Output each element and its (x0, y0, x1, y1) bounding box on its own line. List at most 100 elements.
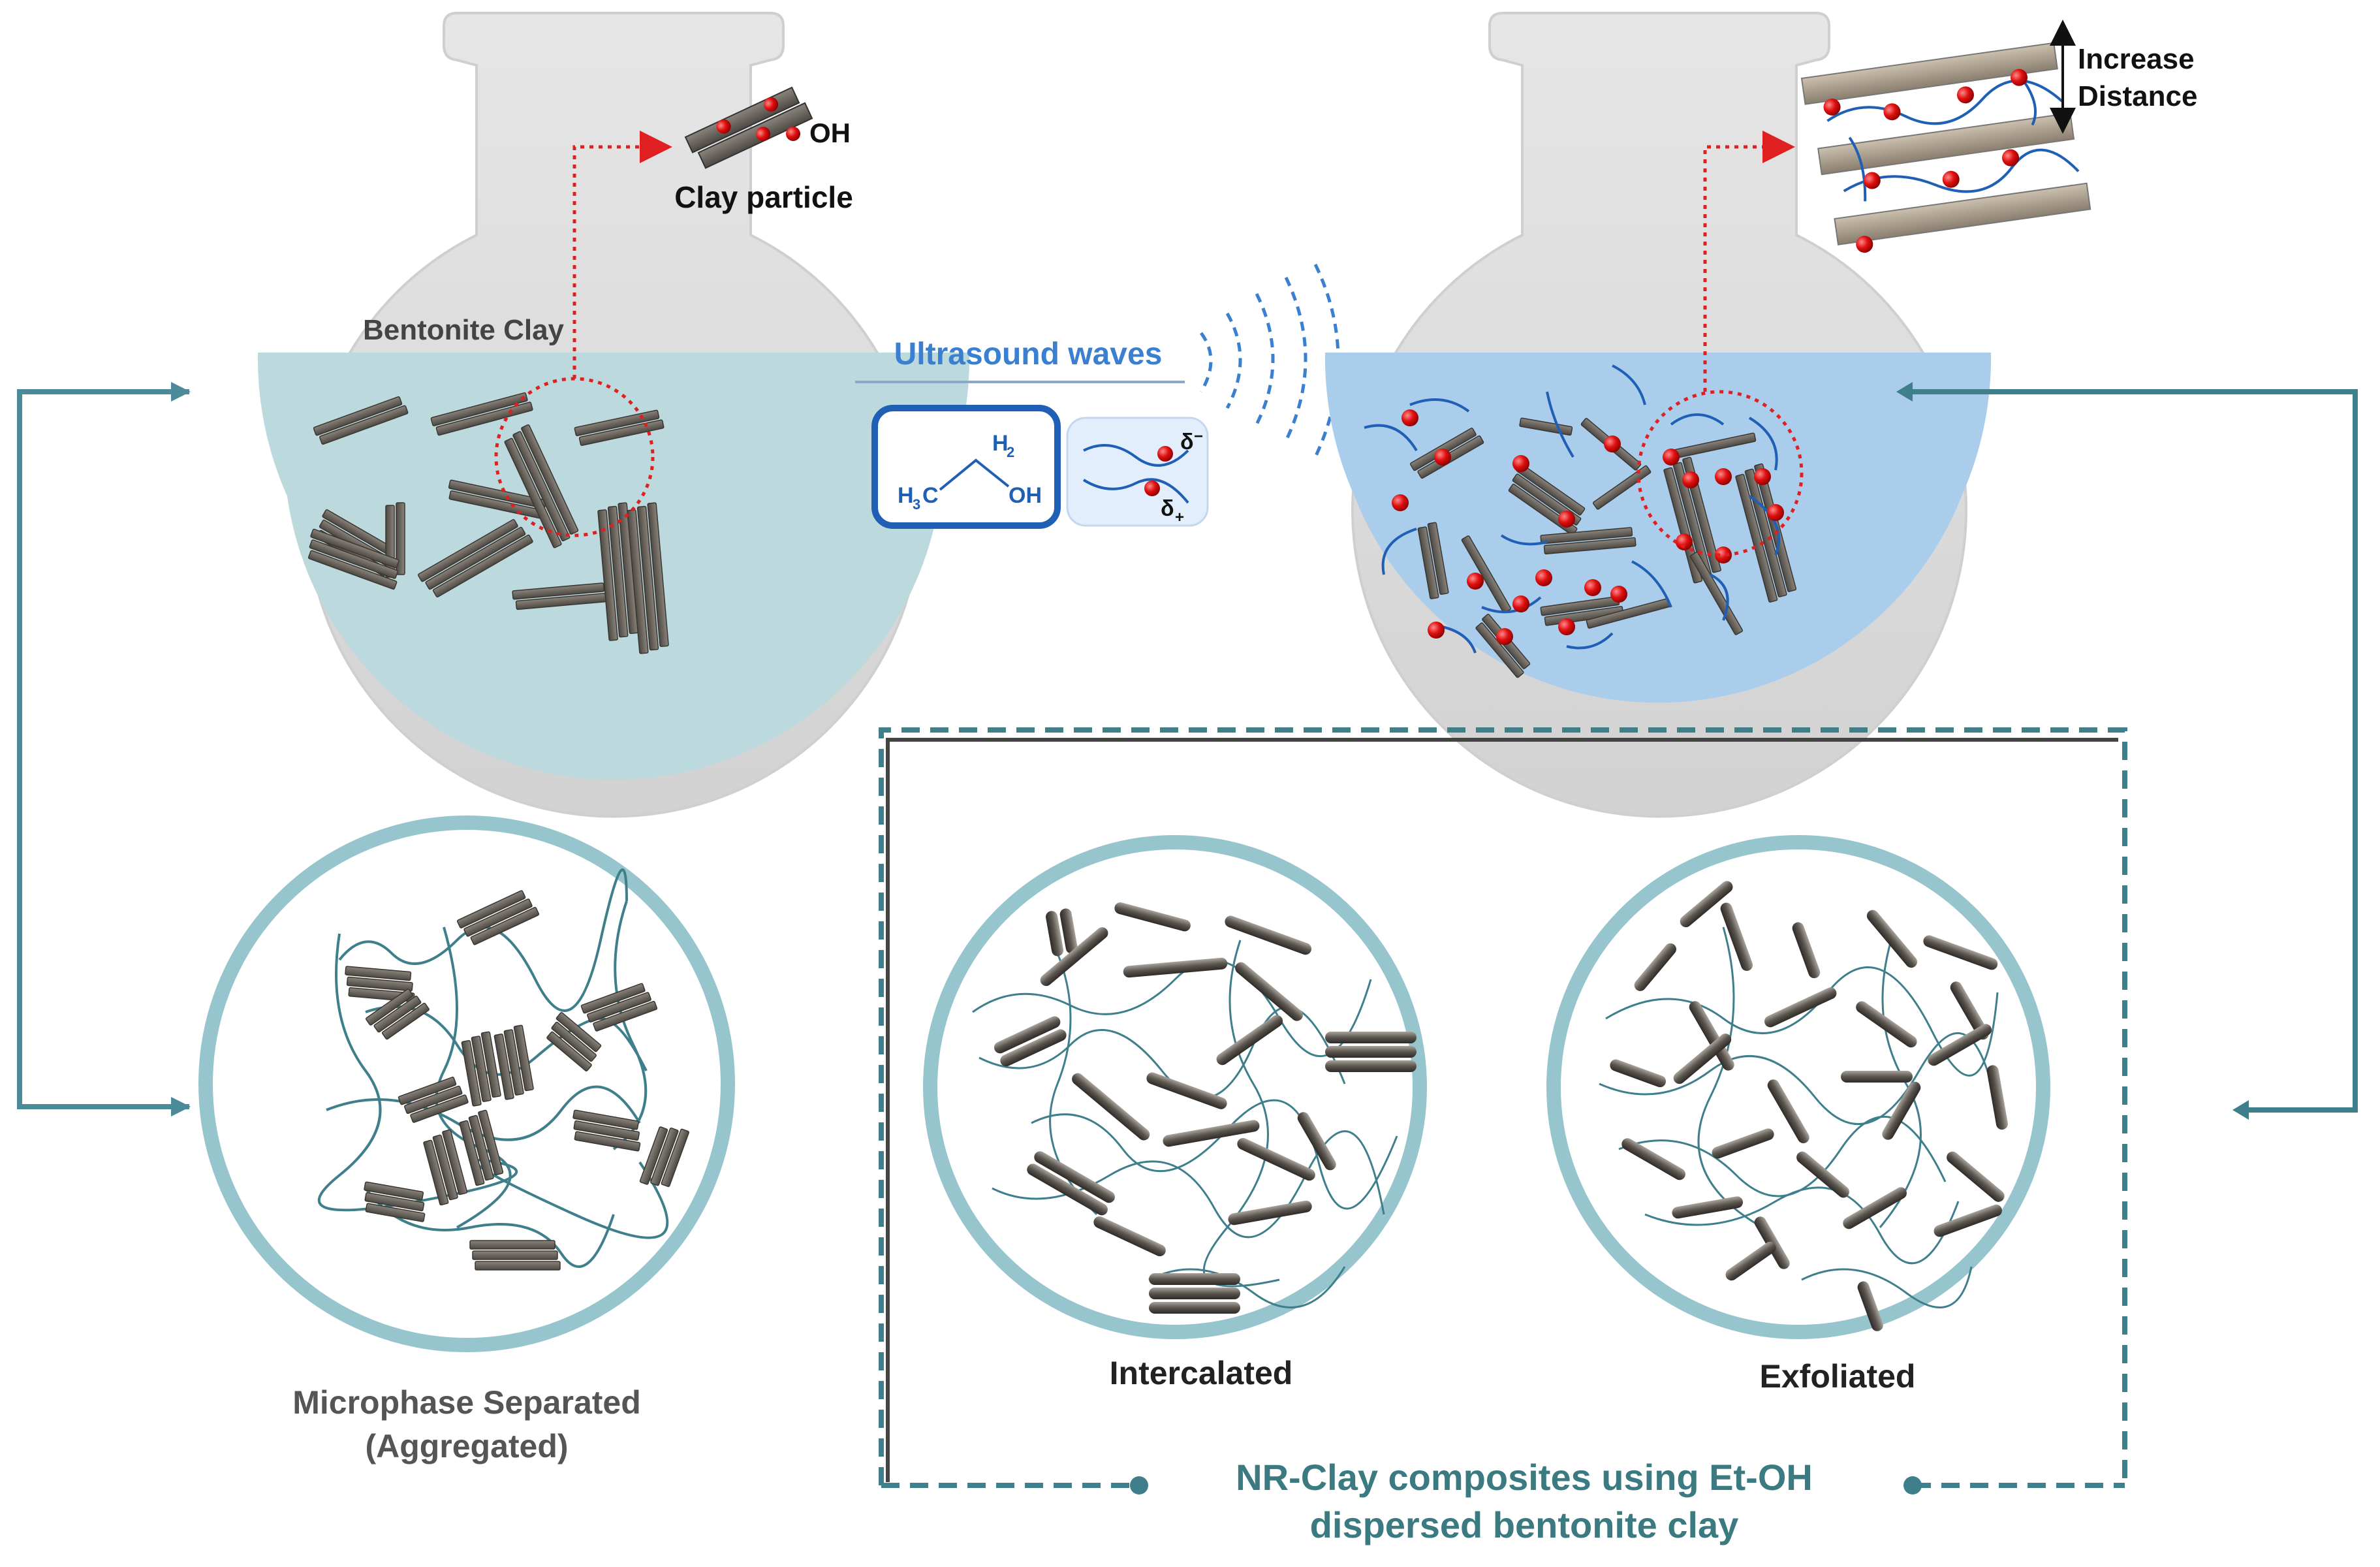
hydroxyl-group-icon (1512, 595, 1529, 612)
hydroxyl-group-icon (1754, 468, 1771, 485)
aggregated-stack-12 (469, 1240, 561, 1271)
exfoliated-rod-0 (1680, 881, 1733, 928)
polymer-chain (1748, 495, 1780, 556)
exfoliated-rod-14 (1928, 1024, 1992, 1066)
distance-label: Distance (2078, 80, 2197, 112)
exfoliated-rod-8 (1856, 1001, 1917, 1048)
intercalated-rod-13 (1237, 1137, 1315, 1181)
clay-particle-zoom: OH Clay particle (674, 86, 853, 214)
exfoliated-label: Exfoliated (1760, 1358, 1916, 1395)
oh-label: OH (809, 118, 851, 148)
intercalated-rod-17 (1297, 1112, 1336, 1171)
intercalated-rod-0 (1046, 908, 1078, 957)
left-clay-platelet-1 (430, 392, 533, 436)
mol-h-sub: 2 (1007, 444, 1014, 460)
intercalated-rod-14 (1093, 1216, 1166, 1257)
hydroxyl-group-icon (1682, 471, 1699, 488)
intercalated-rod-2 (1225, 915, 1312, 955)
bentonite-clay-label: Bentonite Clay (363, 314, 565, 346)
ethanol-molecule: H 2 H 3 C OH (898, 431, 1042, 513)
mol-h3-sub: 3 (913, 496, 920, 513)
increase-label: Increase (2078, 43, 2195, 75)
aggregated-stack-2 (366, 989, 430, 1040)
polymer-chain (1801, 1266, 1973, 1308)
ultrasound-waves-icon (1199, 263, 1340, 458)
hydroxyl-group-icon (1512, 455, 1529, 472)
exfoliated-rod-23 (1843, 1187, 1907, 1229)
polymer-chain (1442, 625, 1477, 654)
aggregated-stack-1 (456, 890, 540, 945)
right-clay-platelet-6 (1540, 527, 1636, 555)
hydroxyl-group-icon (1604, 435, 1621, 452)
mol-oh: OH (1009, 483, 1042, 508)
exfoliated-rod-26 (1857, 1281, 1883, 1331)
left-clay-platelet-2 (574, 409, 665, 446)
aggregated-stack-5 (546, 1012, 602, 1071)
delta-minus: δ (1180, 430, 1194, 454)
nr-clay-title-line1: NR-Clay composites using Et-OH (1236, 1457, 1813, 1498)
intercalated-rod-6 (994, 1016, 1067, 1067)
intercalated-label: Intercalated (1110, 1355, 1293, 1391)
left-clay-platelet-5 (448, 479, 547, 520)
exfoliated-rod-3 (1866, 910, 1918, 968)
mol-c: C (922, 483, 939, 508)
hydroxyl-group-icon (1434, 449, 1451, 466)
minus-sign: − (1194, 428, 1203, 445)
left-clay-platelet-10 (597, 502, 639, 641)
intercalated-rod-1 (1114, 902, 1191, 932)
clay-particle-label: Clay particle (674, 180, 853, 214)
polymer-chain (1599, 1032, 1999, 1126)
delta-plus: δ (1161, 496, 1174, 521)
exfoliated-rod-11 (1673, 1033, 1732, 1084)
left-flask-clay-particles (307, 392, 669, 654)
intercalated-rod-10 (1325, 1032, 1417, 1072)
hydroxyl-group-icon (1715, 468, 1732, 485)
microphase-circle: Microphase Separated (Aggregated) (198, 815, 735, 1464)
intercalated-rod-9 (1216, 1015, 1283, 1066)
hydroxyl-group-icon (1767, 504, 1784, 521)
polymer-chain (1631, 560, 1672, 608)
right-clay-platelet-3 (1417, 522, 1449, 599)
aggregated-stack-13 (639, 1126, 689, 1188)
left-process-arrow (17, 382, 191, 1116)
microphase-label-line2: (Aggregated) (365, 1428, 568, 1464)
polymer-chain (1670, 413, 1725, 426)
hydroxyl-group-icon (1467, 573, 1484, 590)
exfoliated-rod-17 (1712, 1128, 1774, 1159)
aggregated-stack-8 (423, 1129, 468, 1206)
exfoliated-rod-15 (1986, 1065, 2008, 1130)
exfoliated-rod-25 (1725, 1241, 1776, 1281)
polymer-chain (338, 868, 628, 1012)
exfoliated-rod-2 (1792, 922, 1821, 979)
ultrasound-label: Ultrasound waves (894, 337, 1163, 372)
polymer-chain (1546, 391, 1574, 458)
right-zoom-callout (1636, 131, 1804, 557)
hydroxyl-group-icon (1558, 618, 1575, 635)
exfoliated-rod-20 (1947, 1151, 2005, 1202)
mol-h: H (992, 431, 1009, 456)
polymer-chain (364, 1187, 615, 1268)
exfoliated-rod-19 (1882, 1081, 1921, 1140)
intercalated-rod-12 (1163, 1120, 1260, 1147)
hydroxyl-group-icon (1676, 533, 1693, 550)
polymer-chain (1481, 596, 1542, 614)
left-clay-platelet-8 (417, 518, 533, 597)
polymer-chain (1566, 632, 1614, 650)
aggregated-stack-3 (461, 1031, 501, 1107)
plus-sign: + (1175, 509, 1184, 526)
aggregated-stack-9 (459, 1109, 504, 1186)
aggregated-stack-4 (493, 1024, 534, 1100)
polymer-chain (1612, 364, 1646, 405)
polymer-chain (1364, 424, 1418, 452)
exfoliated-rod-10 (1610, 1059, 1667, 1088)
exfoliated-rod-4 (1923, 935, 1998, 970)
hydroxyl-group-icon (1496, 628, 1513, 645)
aggregated-stack-6 (580, 983, 658, 1032)
intercalated-circle: Intercalated (923, 835, 1427, 1391)
ultrasound-section: Ultrasound waves H 2 H 3 C OH δ (855, 263, 1340, 529)
intercalated-rod-11 (1027, 1151, 1115, 1216)
aggregated-stack-10 (572, 1109, 641, 1152)
polymer-chain (1381, 528, 1417, 575)
hydroxyl-group-icon (1392, 494, 1409, 511)
